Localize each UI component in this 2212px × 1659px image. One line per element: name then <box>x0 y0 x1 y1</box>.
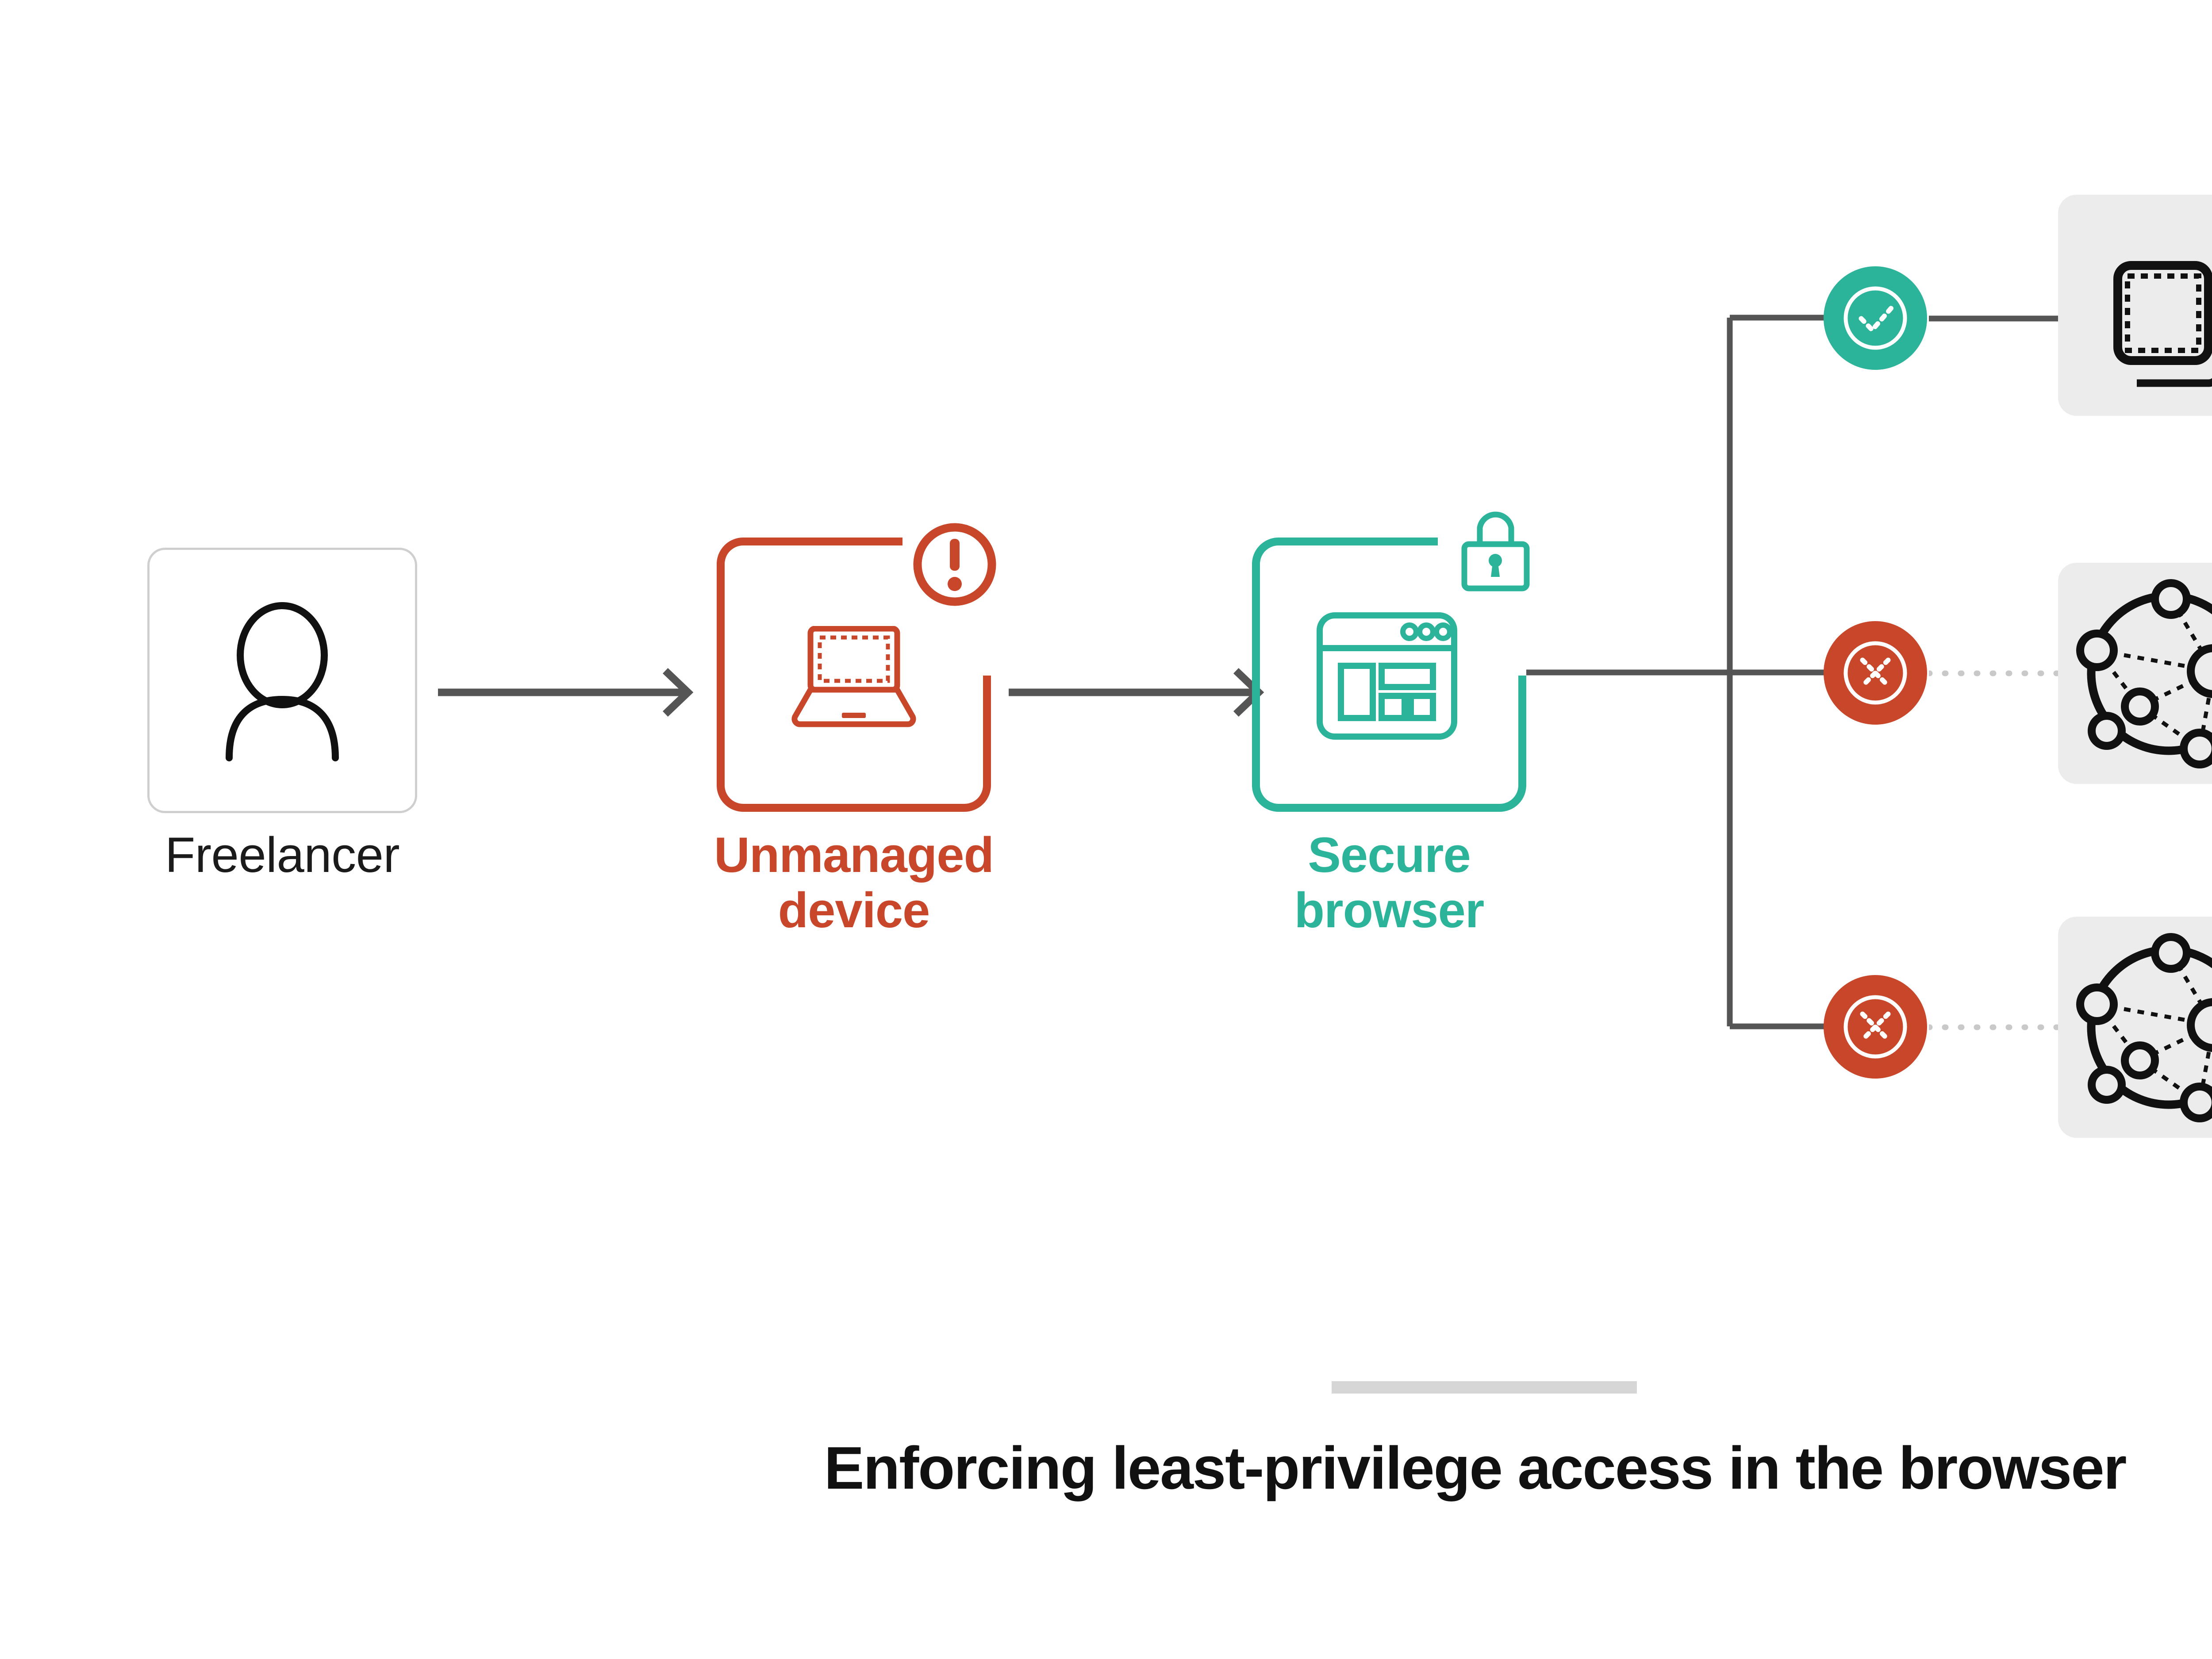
unmanaged-device-frame <box>717 538 991 812</box>
secure-browser-label: Secure browser <box>1294 827 1485 938</box>
network-globe-icon <box>2076 579 2212 768</box>
internal-apps-tile <box>2058 195 2212 416</box>
browser-window-icon <box>1317 612 1457 740</box>
arrow-freelancer-to-device <box>438 668 694 717</box>
x-circle-icon-draftkings <box>1824 621 1927 725</box>
laptop-icon <box>791 626 916 727</box>
freelancer-label: Freelancer <box>165 827 400 883</box>
apps-stack-icon <box>2113 261 2212 387</box>
person-icon <box>226 602 339 761</box>
freelancer-card <box>147 548 417 813</box>
check-circle-icon <box>1824 266 1927 370</box>
espn-tile <box>2058 917 2212 1138</box>
arrow-device-to-browser <box>1009 668 1264 717</box>
caption-text: Enforcing least-privilege access in the … <box>824 1434 2127 1502</box>
lock-icon <box>1461 511 1530 591</box>
caption-divider <box>1332 1381 1637 1394</box>
network-globe-icon <box>2076 933 2212 1122</box>
draftkings-tile <box>2058 563 2212 784</box>
x-circle-icon-espn <box>1824 975 1927 1079</box>
secure-browser-frame <box>1252 538 1526 812</box>
unmanaged-device-label: Unmanaged device <box>714 827 994 938</box>
warning-icon <box>913 523 996 606</box>
